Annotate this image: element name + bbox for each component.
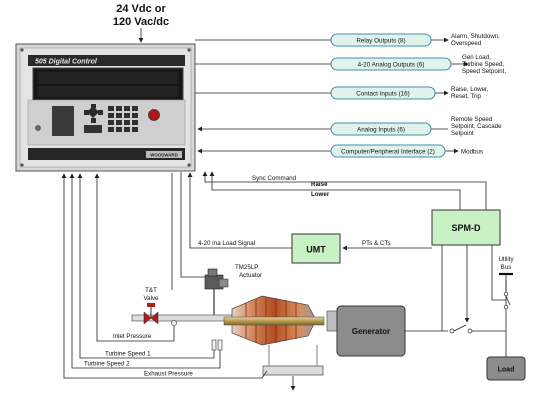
trip-button[interactable] xyxy=(148,109,160,121)
contact-inputs-label: Contact Inputs (16) xyxy=(356,90,410,97)
speed-probe-2 xyxy=(217,339,223,351)
generator-label: Generator xyxy=(352,327,390,336)
peripheral-interface-label: Computer/Peripheral Interface (2) xyxy=(341,148,435,155)
analog-inputs-note-1: Remote Speed xyxy=(451,116,493,123)
analog-outputs-note-3: Speed Setpoint, xyxy=(462,68,506,75)
generator: Generator xyxy=(326,305,406,357)
analog-inputs-label: Analog Inputs (6) xyxy=(357,126,405,133)
tt-valve-label-line1: T&T xyxy=(145,287,157,294)
raise-lower-wire xyxy=(209,171,461,210)
exhaust-duct xyxy=(262,365,324,376)
power-label-line2: 120 Vac/dc xyxy=(113,16,169,28)
peripheral-interface-block: Computer/Peripheral Interface (2) xyxy=(330,144,446,158)
inlet-pressure-wire xyxy=(94,173,175,342)
analog-outputs-label: 4-20 Analog Outputs (6) xyxy=(358,61,425,68)
actuator-label-line1: TM25LP xyxy=(235,264,258,271)
breaker-icon xyxy=(449,324,473,334)
peripheral-interface-note-1: Modbus xyxy=(461,149,483,156)
umt-box: UMT xyxy=(291,233,341,264)
tt-valve-icon xyxy=(143,311,152,325)
tt-valve-icon-2 xyxy=(150,311,159,325)
analog-inputs-note-2: Setpoint, Cascade xyxy=(451,123,502,130)
bus-wire xyxy=(472,280,507,332)
analog-outputs-note-2: Turbine Speed, xyxy=(462,61,504,68)
inlet-pressure-label: Inlet Pressure xyxy=(113,333,152,340)
steam-turbine xyxy=(223,295,325,346)
relay-outputs-label: Relay Outputs (8) xyxy=(356,37,405,44)
contact-inputs-note-2: Reset, Trip xyxy=(451,93,481,100)
spmd-bus-tap xyxy=(491,245,506,301)
controller-nav-keys[interactable] xyxy=(84,104,103,133)
actuator xyxy=(204,268,229,315)
pts-cts-label: PTs & CTs xyxy=(362,240,391,247)
utility-label-line1: Utility xyxy=(498,256,514,263)
turbine-speed-2-wire xyxy=(69,173,221,369)
lower-label: Lower xyxy=(311,191,330,198)
sync-command-label: Sync Command xyxy=(252,175,297,182)
power-label-line1: 24 Vdc or xyxy=(116,3,166,15)
analog-inputs-note-3: Setpoint xyxy=(451,130,474,137)
load-signal-wire xyxy=(187,172,292,249)
spmd-label: SPM-D xyxy=(452,223,482,233)
utility-label-line2: Bus xyxy=(501,264,512,271)
sync-command-wire xyxy=(202,171,487,210)
relay-outputs-note-1: Alarm, Shutdown, xyxy=(451,33,500,40)
spmd-box: SPM-D xyxy=(431,209,501,246)
controller-indicator-left xyxy=(35,125,41,131)
controller-brand: 505 Digital Control xyxy=(35,59,98,66)
analog-outputs-note-1: Gen Load, xyxy=(462,54,491,61)
turbine-speed-1-wire xyxy=(77,173,215,359)
turbine-speed-2-label: Turbine Speed 2 xyxy=(84,361,130,368)
actuator-label-line2: Actuator xyxy=(239,272,262,279)
inlet-pressure-sensor xyxy=(171,320,177,326)
actuator-wire xyxy=(180,172,214,278)
tt-valve-label-line2: Valve xyxy=(143,295,159,302)
analog-inputs-block: Analog Inputs (6) xyxy=(330,122,432,136)
controller-505: 505 Digital Control WOODWARD xyxy=(15,43,196,172)
controller-numeric-keypad[interactable] xyxy=(108,106,138,132)
relay-outputs-note-2: Overspeed xyxy=(451,40,482,47)
exhaust-pressure-wire xyxy=(61,173,268,379)
tt-valve-cap xyxy=(147,303,155,307)
exhaust-pressure-label: Exhaust Pressure xyxy=(144,371,193,378)
relay-outputs-block: Relay Outputs (8) xyxy=(330,33,432,47)
load-signal-label: 4-20 ma Load Signal xyxy=(198,240,255,247)
speed-probe-1 xyxy=(211,339,217,351)
turbine-speed-1-label: Turbine Speed 1 xyxy=(105,351,151,358)
controller-logo: WOODWARD xyxy=(150,153,178,158)
analog-outputs-block: 4-20 Analog Outputs (6) xyxy=(330,57,452,71)
raise-label: Raise xyxy=(311,181,328,188)
contact-inputs-block: Contact Inputs (16) xyxy=(330,86,436,100)
load-label: Load xyxy=(498,367,515,374)
utility-breaker-icon xyxy=(503,291,511,310)
umt-label: UMT xyxy=(306,245,326,255)
controller-keypad-left[interactable] xyxy=(52,106,74,136)
contact-inputs-note-1: Raise, Lower, xyxy=(451,86,489,93)
load-box: Load xyxy=(486,356,526,381)
